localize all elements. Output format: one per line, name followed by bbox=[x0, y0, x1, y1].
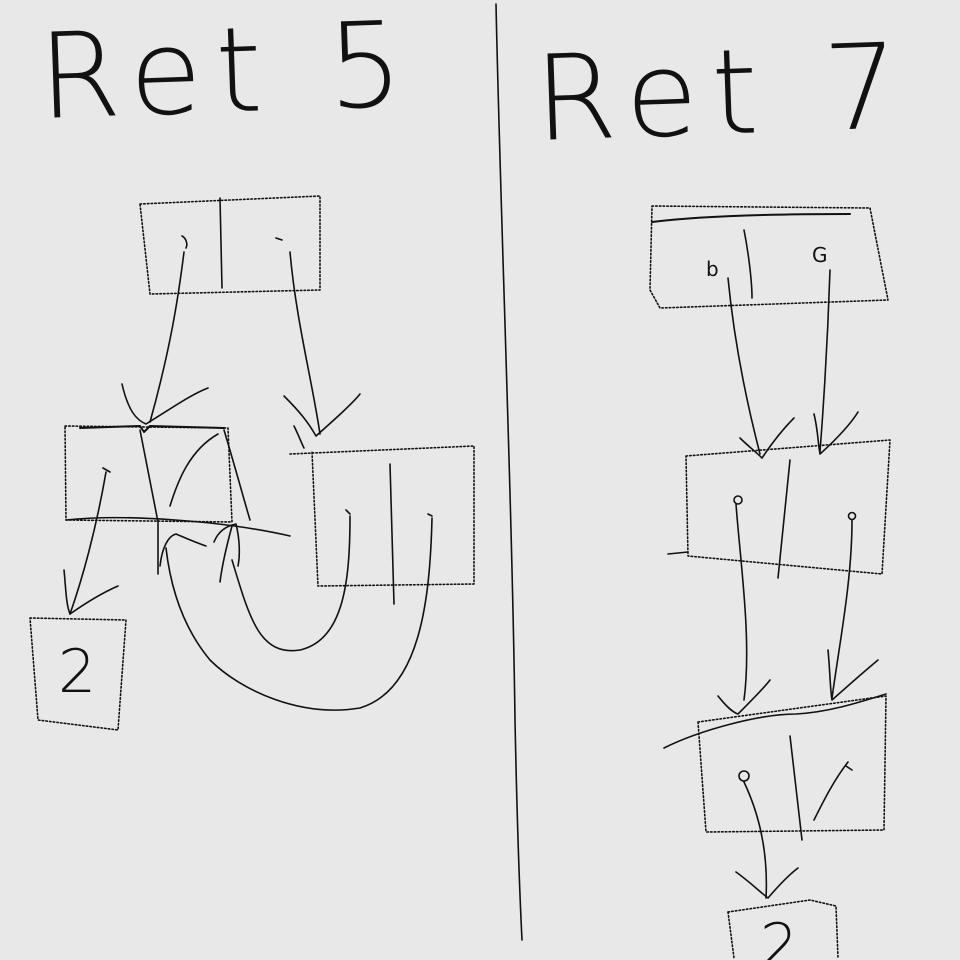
right-root-label-right: G bbox=[812, 243, 828, 267]
right-leaf-value: 2 bbox=[760, 911, 798, 960]
left-title: Ret 5 bbox=[36, 0, 419, 146]
right-lower-divider bbox=[789, 735, 803, 841]
left-middle-divider bbox=[139, 429, 159, 575]
right-root-label-left: b bbox=[706, 257, 719, 281]
right-middle-node bbox=[667, 439, 891, 579]
left-right-node bbox=[289, 445, 475, 605]
left-right-divider bbox=[389, 463, 395, 605]
right-leaf-node: 2 bbox=[727, 899, 839, 960]
panel-divider bbox=[495, 3, 523, 941]
left-panel: Ret 5 2 bbox=[29, 0, 475, 731]
right-arrows bbox=[717, 269, 879, 899]
left-arrows bbox=[63, 251, 433, 711]
right-lower-node bbox=[663, 693, 887, 841]
right-title: Ret 7 bbox=[532, 17, 915, 168]
left-leaf-node: 2 bbox=[29, 617, 127, 731]
left-root-node bbox=[139, 195, 321, 295]
left-leaf-value: 2 bbox=[58, 637, 96, 707]
right-root-node: b G bbox=[649, 205, 889, 309]
right-middle-divider bbox=[777, 459, 791, 579]
right-panel: Ret 7 b G 2 bbox=[532, 17, 915, 960]
left-middle-node bbox=[64, 425, 291, 575]
left-root-divider bbox=[219, 197, 223, 289]
right-root-divider bbox=[743, 229, 753, 299]
